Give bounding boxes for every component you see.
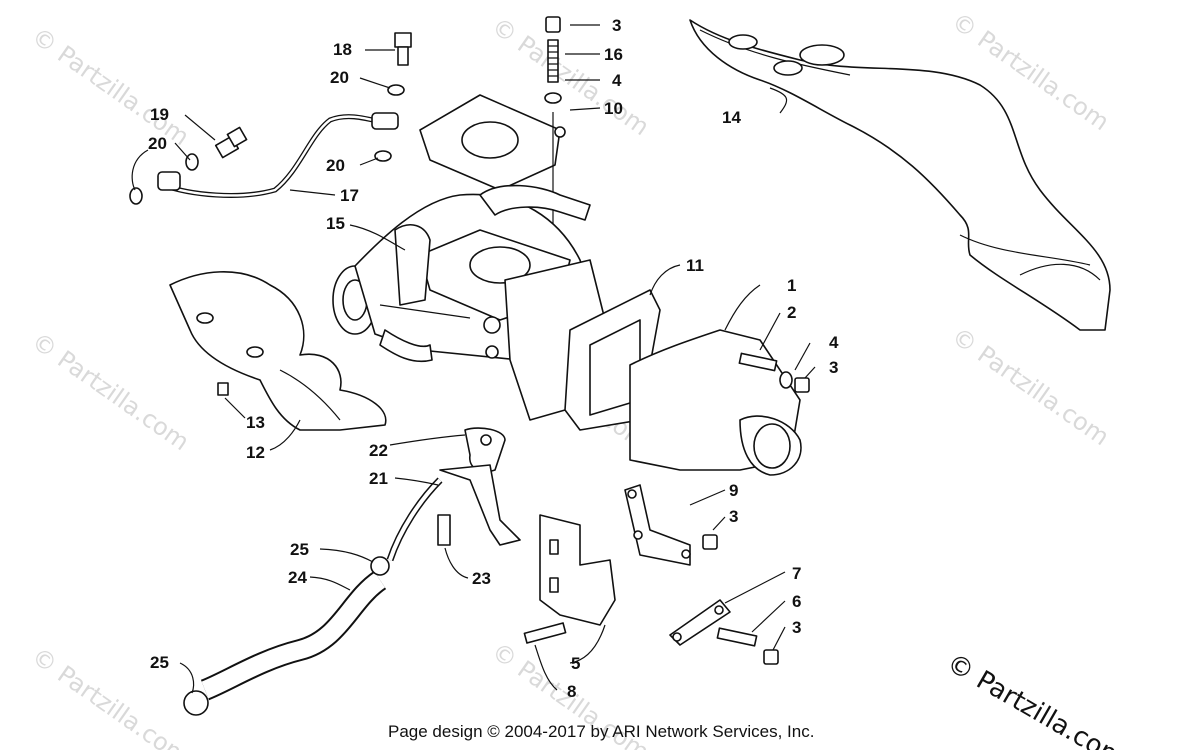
part-exhaust-outlet[interactable] [629,329,802,476]
callout-20: 20 [148,134,167,153]
part-gasket-10[interactable] [419,94,566,191]
callout-21: 21 [369,469,388,488]
callout-24: 24 [288,568,307,587]
callout-22: 22 [369,441,388,460]
part-drain-pipe-21[interactable] [386,464,521,562]
callout-leaders [131,24,816,694]
callout-2: 2 [787,303,796,322]
part-stud-2[interactable] [738,352,778,372]
part-washers-20[interactable] [129,84,405,205]
part-banjo-bolt-19[interactable] [214,126,248,159]
callout-20: 20 [326,156,345,175]
callout-3: 3 [792,618,801,637]
part-clamp-25-bottom[interactable] [183,690,209,716]
part-hose-24[interactable] [200,570,387,701]
callout-13: 13 [246,413,265,432]
callout-18: 18 [333,40,352,59]
callout-3: 3 [612,16,621,35]
callout-3: 3 [729,507,738,526]
callout-11: 11 [686,256,704,275]
callout-8: 8 [567,682,576,701]
watermark: © Partzilla.com [27,22,195,151]
watermark: © Partzilla.com [27,327,195,456]
callout-25: 25 [150,653,169,672]
page-footer: Page design © 2004-2017 by ARI Network S… [388,722,814,741]
part-turbocharger[interactable] [332,184,611,421]
callout-5: 5 [571,654,580,673]
part-nut-3-right[interactable] [794,377,810,393]
part-stud-8[interactable] [523,622,567,644]
callout-19: 19 [150,105,169,124]
callout-10: 10 [604,99,623,118]
callout-9: 9 [729,481,738,500]
part-bracket-5[interactable] [539,514,616,626]
callout-7: 7 [792,564,801,583]
callout-16: 16 [604,45,623,64]
part-stud-6[interactable] [716,627,758,647]
part-nut-3-mid[interactable] [702,534,718,550]
part-banjo-bolt-18[interactable] [394,32,412,66]
part-stud-16[interactable] [547,39,559,83]
part-bracket-7[interactable] [669,599,731,646]
callout-23: 23 [472,569,491,588]
part-heat-shield-small[interactable] [169,271,387,431]
part-bolt-13[interactable] [217,382,229,396]
callout-25: 25 [290,540,309,559]
callout-4: 4 [612,71,622,90]
part-heat-shield-large[interactable] [689,19,1111,331]
callout-6: 6 [792,592,801,611]
callout-17: 17 [340,186,359,205]
watermark: © Partzilla.com [27,642,195,750]
part-oil-feed-line[interactable] [157,112,399,198]
part-washer-4-right[interactable] [779,371,793,389]
part-washer-4-top[interactable] [544,92,562,104]
part-nut-3-top[interactable] [545,16,561,33]
callout-15: 15 [326,214,345,233]
part-bracket-9[interactable] [624,484,691,566]
part-gasket-22[interactable] [464,427,506,473]
callout-12: 12 [246,443,265,462]
callout-4: 4 [829,333,839,352]
watermark: © Partzilla.com [947,322,1115,451]
part-nut-3-low[interactable] [763,649,779,665]
corner-watermark: © Partzilla.com [942,648,1131,750]
callout-20: 20 [330,68,349,87]
part-clamp-25-top[interactable] [370,556,390,576]
callout-3: 3 [829,358,838,377]
callout-14: 14 [722,108,741,127]
callout-1: 1 [787,276,796,295]
callout-labels: 3 16 4 10 18 20 19 20 20 17 15 14 11 1 2… [148,16,839,701]
part-bolt-23[interactable] [437,514,451,546]
